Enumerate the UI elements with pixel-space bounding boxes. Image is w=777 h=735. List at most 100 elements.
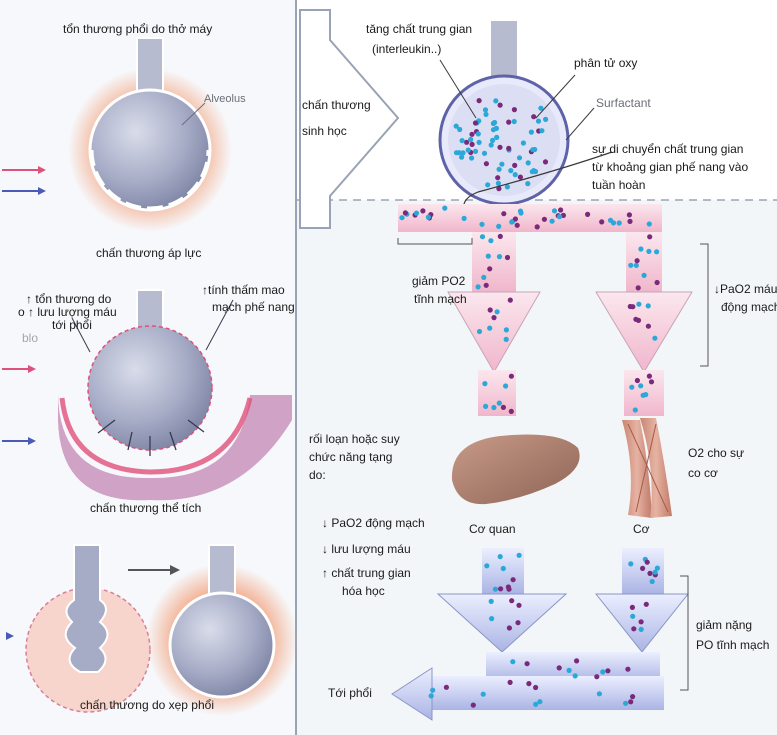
mediator-molecule-dot xyxy=(470,142,475,147)
mediator-molecule-dot xyxy=(647,374,652,379)
oxygen-molecule-dot xyxy=(539,128,544,133)
oxygen-molecule-dot xyxy=(627,212,632,217)
oxygen-molecule-dot xyxy=(399,215,404,220)
oxygen-molecule-dot xyxy=(567,668,572,673)
oxygen-molecule-dot xyxy=(525,661,530,666)
oxygen-molecule-dot xyxy=(490,138,495,143)
cause-mediators-line-2: hóa học xyxy=(342,584,385,598)
mediator-molecule-dot xyxy=(477,140,482,145)
mediator-molecule-dot xyxy=(469,132,474,137)
oxygen-molecule-dot xyxy=(531,114,536,119)
atelectasis-caption: chấn thương do xẹp phổi xyxy=(80,698,214,712)
mediator-molecule-dot xyxy=(484,283,489,288)
oxygen-molecule-dot xyxy=(426,215,431,220)
mediator-molecule-dot xyxy=(510,577,515,582)
permeability-note-line-1: ↑tính thấm mao xyxy=(202,283,285,297)
oxygen-molecule-dot xyxy=(476,284,481,289)
organ-dysfunction-line-3: do: xyxy=(309,468,326,482)
mediator-molecule-dot xyxy=(473,149,478,154)
mediator-molecule-dot xyxy=(627,219,632,224)
alveolus-label: Alveolus xyxy=(204,92,246,106)
mediator-molecule-dot xyxy=(489,142,494,147)
oxygen-molecule-dot xyxy=(533,702,538,707)
mediator-molecule-dot xyxy=(628,699,633,704)
mediator-molecule-dot xyxy=(509,374,514,379)
oxygen-molecule-dot xyxy=(498,234,503,239)
oxygen-molecule-dot xyxy=(491,121,496,126)
oxygen-molecule-dot xyxy=(635,378,640,383)
mediator-molecule-dot xyxy=(536,119,541,124)
mediator-molecule-dot xyxy=(639,619,644,624)
oxygen-molecule-dot xyxy=(533,685,538,690)
venous-po2-line-2: tĩnh mạch xyxy=(414,292,467,306)
mediator-molecule-dot xyxy=(491,405,496,410)
oxygen-molecule-dot xyxy=(491,127,496,132)
mediator-molecule-dot xyxy=(508,680,513,685)
mediator-alveolus xyxy=(440,20,568,204)
oxygen-molecule-dot xyxy=(497,167,502,172)
flow-note-fragment: blo xyxy=(22,331,38,345)
cause-arterial-pao2: ↓ PaO2 động mạch xyxy=(322,516,425,530)
surfactant-label: Surfactant xyxy=(596,96,651,110)
oxygen-molecule-dot xyxy=(639,627,644,632)
mediator-molecule-dot xyxy=(496,224,501,229)
oxygen-molecule-dot xyxy=(509,219,514,224)
mediator-molecule-dot xyxy=(597,691,602,696)
oxygen-molecule-dot xyxy=(482,381,487,386)
oxygen-molecule-dot xyxy=(646,249,651,254)
mediator-molecule-dot xyxy=(628,561,633,566)
mediator-molecule-dot xyxy=(497,145,502,150)
oxygen-molecule-dot xyxy=(512,107,517,112)
oxygen-molecule-dot xyxy=(638,383,643,388)
oxygen-molecule-dot xyxy=(529,130,534,135)
oxygen-molecule-dot xyxy=(481,692,486,697)
oxygen-molecule-dot xyxy=(420,208,425,213)
oxygen-molecule-dot xyxy=(466,148,471,153)
arterial-pao2-line-1: ↓PaO2 máu xyxy=(714,282,777,296)
mediator-molecule-dot xyxy=(454,124,459,129)
mediator-label-line-2: (interleukin..) xyxy=(372,42,441,56)
mediator-molecule-dot xyxy=(498,103,503,108)
mediator-molecule-dot xyxy=(480,234,485,239)
mediator-molecule-dot xyxy=(530,147,535,152)
mediator-molecule-dot xyxy=(481,275,486,280)
volume-trauma-caption: chấn thương thể tích xyxy=(90,501,201,515)
mediator-movement-line-1: sự di chuyển chất trung gian xyxy=(592,142,743,156)
oxygen-molecule-dot xyxy=(557,665,562,670)
oxygen-molecule-dot xyxy=(655,566,660,571)
mediator-molecule-dot xyxy=(508,168,513,173)
oxygen-molecule-dot xyxy=(493,98,498,103)
flow-note-line-3: tới phổi xyxy=(52,318,92,332)
permeability-note-line-2: mạch phế nang xyxy=(212,300,295,314)
cause-mediators-line-1: ↑ chất trung gian xyxy=(322,566,411,580)
oxygen-molecule-dot xyxy=(482,151,487,156)
oxygen-molecule-dot xyxy=(504,337,509,342)
mediator-molecule-dot xyxy=(483,107,488,112)
oxygen-molecule-dot xyxy=(608,218,613,223)
mediator-molecule-dot xyxy=(543,117,548,122)
mediator-molecule-dot xyxy=(501,405,506,410)
arterial-pao2-line-2: động mạch xyxy=(721,300,777,314)
mediator-label-line-1: tăng chất trung gian xyxy=(366,22,472,36)
mediator-molecule-dot xyxy=(526,681,531,686)
mediator-molecule-dot xyxy=(630,614,635,619)
oxygen-molecule-dot xyxy=(526,160,531,165)
organ-label: Cơ quan xyxy=(469,522,516,536)
oxygen-molecule-dot xyxy=(485,182,490,187)
oxygen-molecule-dot xyxy=(558,207,563,212)
oxygen-molecule-dot xyxy=(508,298,513,303)
mediator-molecule-dot xyxy=(646,324,651,329)
mediator-molecule-dot xyxy=(625,667,630,672)
mediator-molecule-dot xyxy=(506,587,511,592)
oxygen-molecule-dot xyxy=(518,210,523,215)
oxygen-molecule-dot xyxy=(488,307,493,312)
mediator-molecule-dot xyxy=(507,625,512,630)
mediator-molecule-dot xyxy=(628,263,633,268)
oxygen-molecule-dot xyxy=(454,150,459,155)
oxygen-molecule-dot xyxy=(509,409,514,414)
mediator-molecule-dot xyxy=(498,554,503,559)
mediator-molecule-dot xyxy=(628,304,633,309)
oxygen-molecule-dot xyxy=(600,669,605,674)
to-lung-label: Tới phổi xyxy=(328,686,372,700)
oxygen-molecule-dot xyxy=(636,285,641,290)
